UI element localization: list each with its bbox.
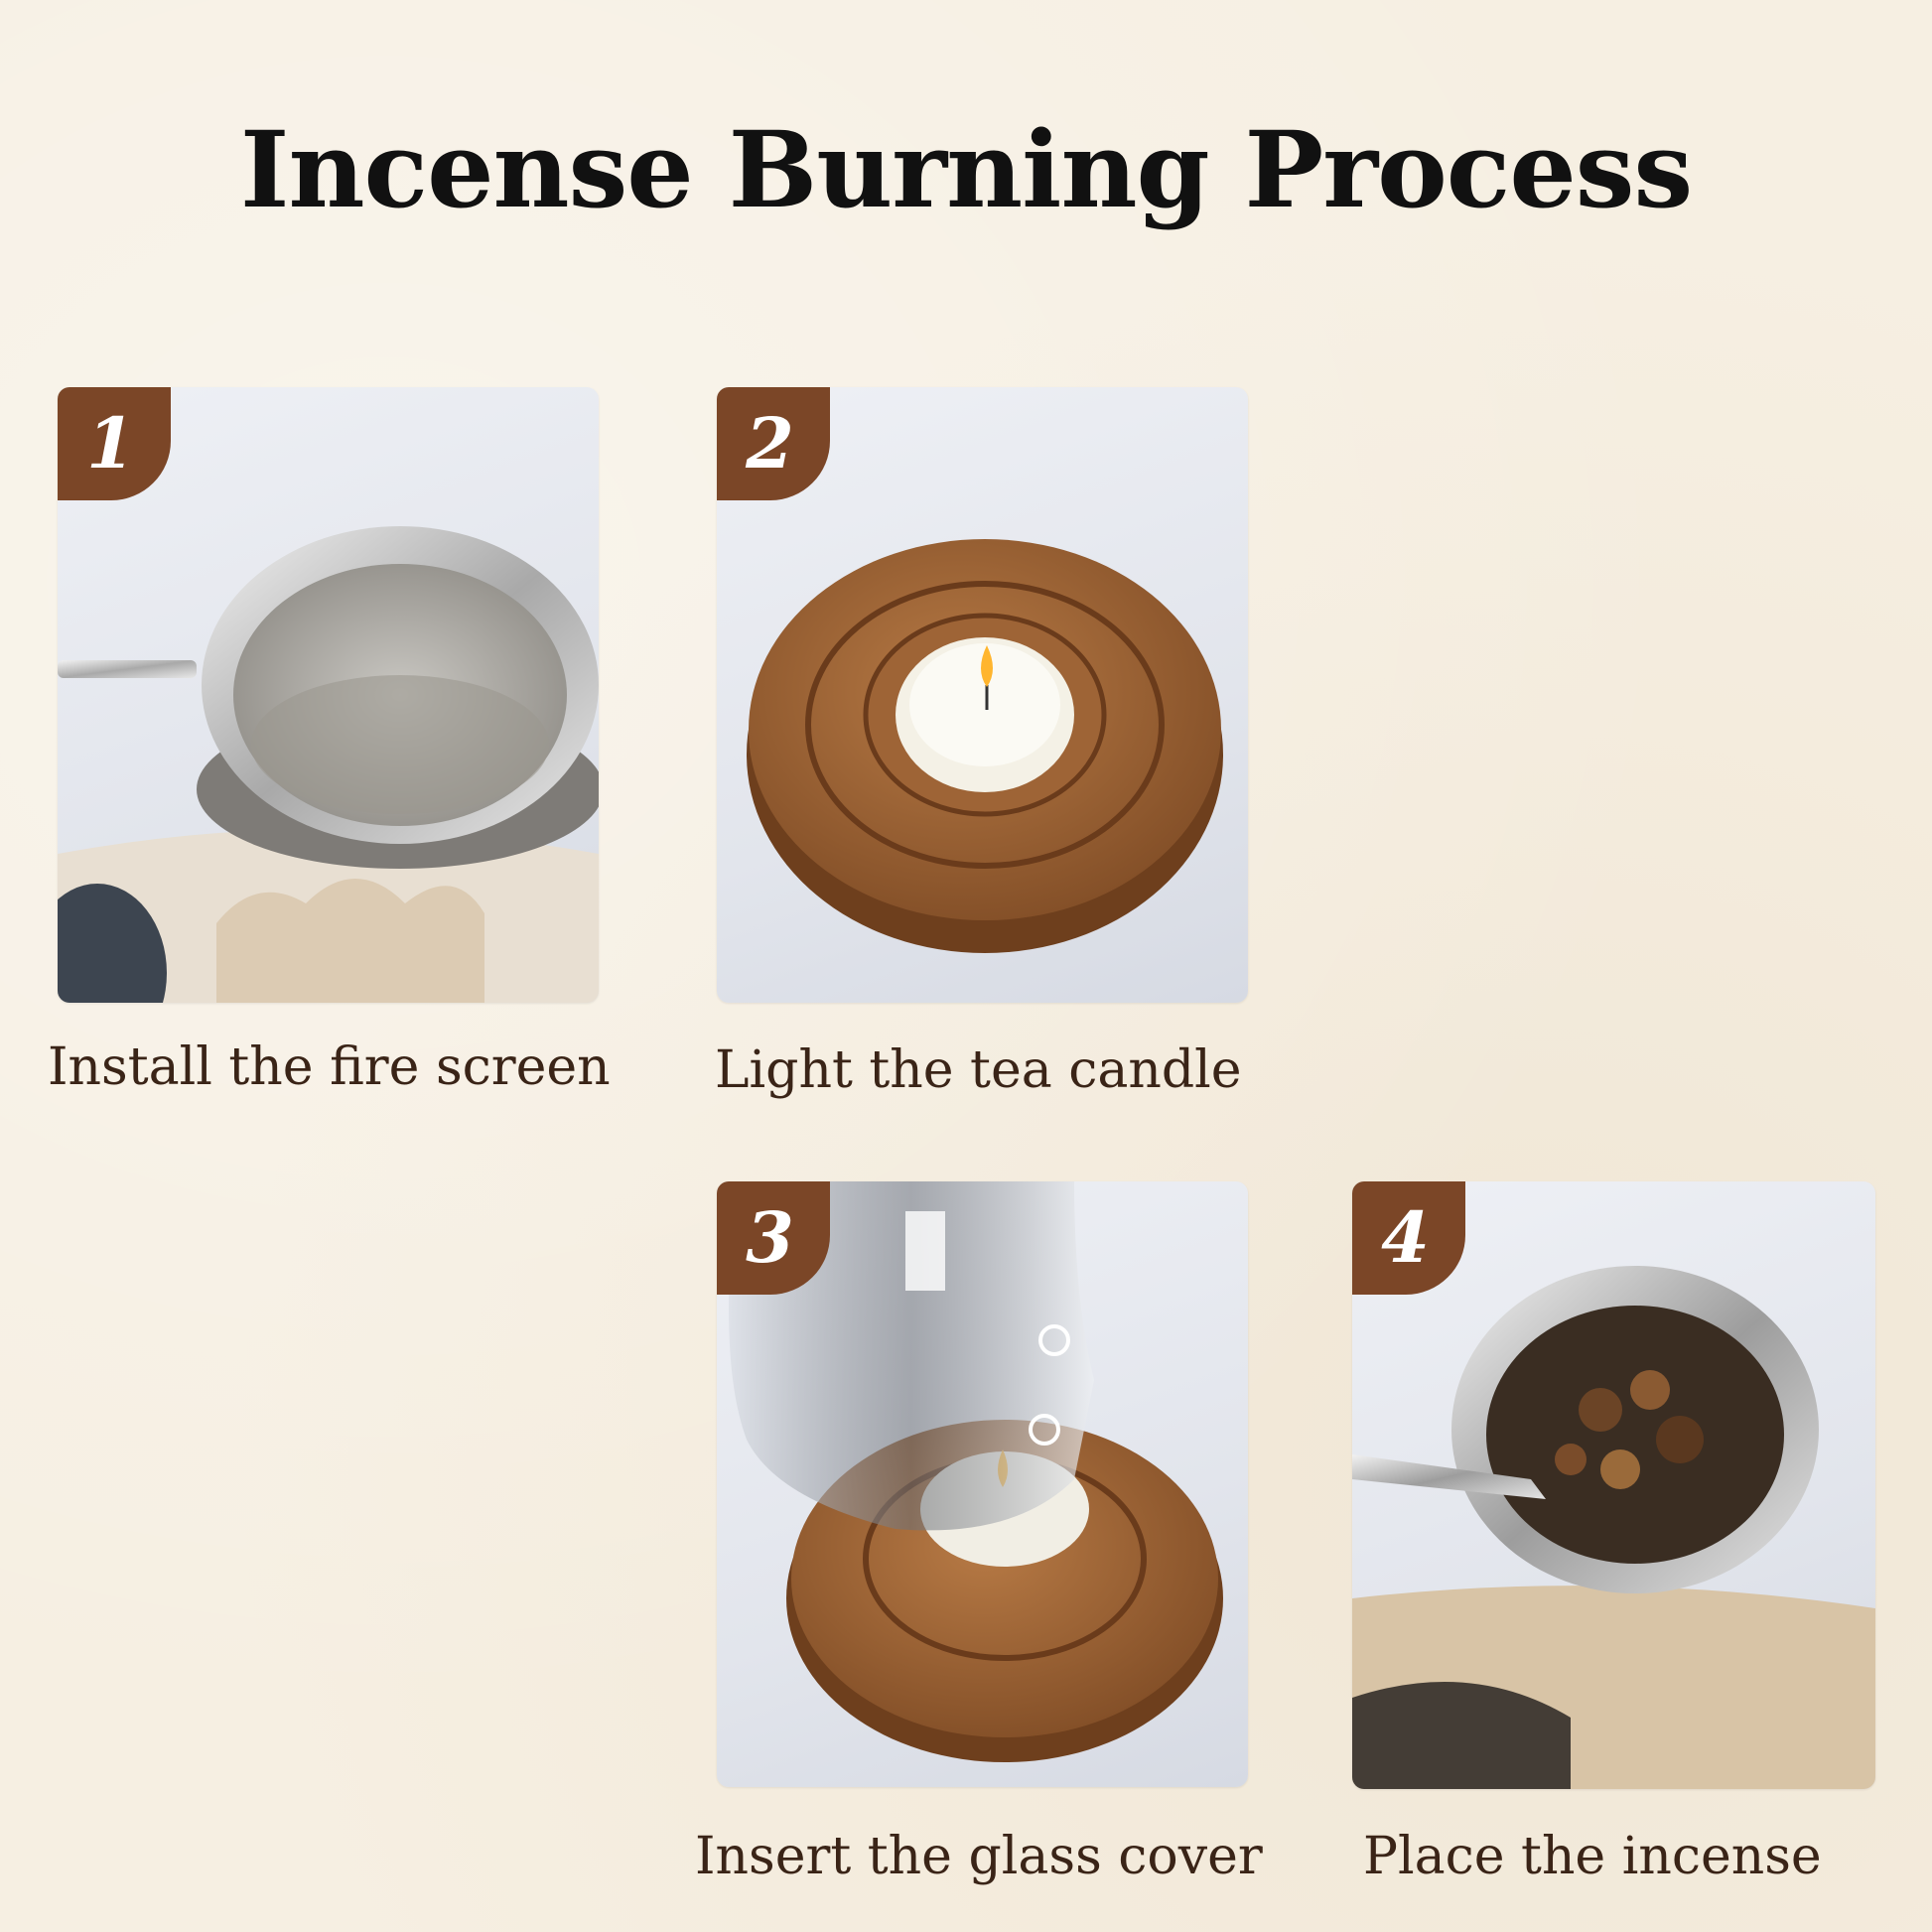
step-3-photo: 3	[717, 1181, 1248, 1787]
step-2-photo: 2	[717, 387, 1248, 1003]
step-2-number-badge: 2	[717, 387, 830, 500]
place-incense-illustration	[1352, 1266, 1875, 1789]
step-1-caption: Install the fire screen	[48, 1037, 611, 1097]
glass-cover-illustration	[729, 1181, 1223, 1762]
step-3-caption: Insert the glass cover	[695, 1827, 1263, 1886]
step-4-caption: Place the incense	[1363, 1827, 1822, 1886]
step-1-photo: 1	[58, 387, 599, 1003]
candle-base-illustration	[747, 539, 1223, 953]
page-title: Incense Burning Process	[239, 107, 1693, 231]
step-3-number-badge: 3	[717, 1181, 830, 1295]
step-4-photo: 4	[1352, 1181, 1875, 1789]
step-2-caption: Light the tea candle	[715, 1040, 1242, 1100]
step-1-number-badge: 1	[58, 387, 171, 500]
step-4-number-badge: 4	[1352, 1181, 1465, 1295]
fire-screen-illustration	[58, 526, 599, 1003]
